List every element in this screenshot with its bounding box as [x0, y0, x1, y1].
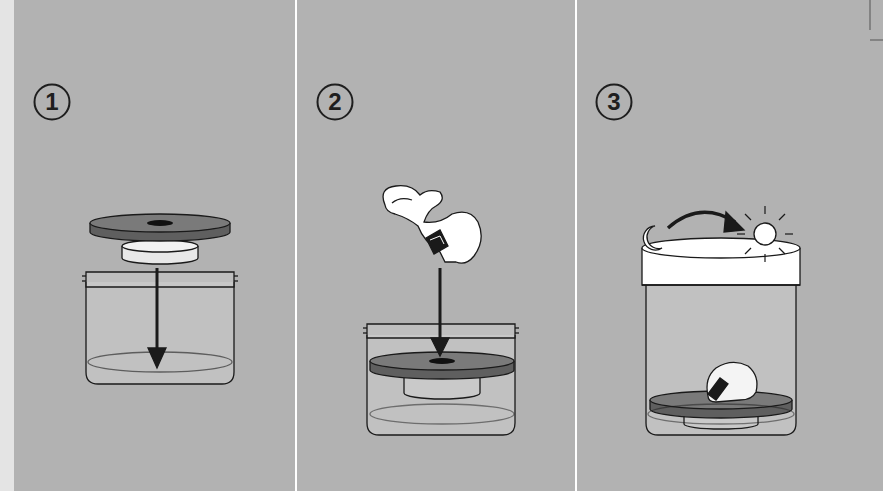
step-circle-outline — [597, 85, 632, 120]
step-number-text: 1 — [45, 90, 58, 114]
step-2-drawing — [363, 186, 519, 435]
step-number: 1 — [33, 83, 71, 121]
step-number-text: 3 — [607, 90, 620, 114]
step-circle-outline — [35, 85, 70, 120]
step-number: 3 — [595, 83, 633, 121]
panel — [14, 0, 295, 491]
panel — [577, 0, 883, 491]
step-circle-outline — [318, 85, 353, 120]
side-strip — [0, 0, 14, 491]
panel — [297, 0, 575, 491]
step-number-text: 2 — [328, 90, 341, 114]
step-1-drawing — [82, 214, 238, 384]
step-3-drawing — [642, 206, 800, 435]
crop-mark — [870, 0, 871, 30]
step-number: 2 — [316, 83, 354, 121]
crop-mark — [870, 40, 883, 41]
